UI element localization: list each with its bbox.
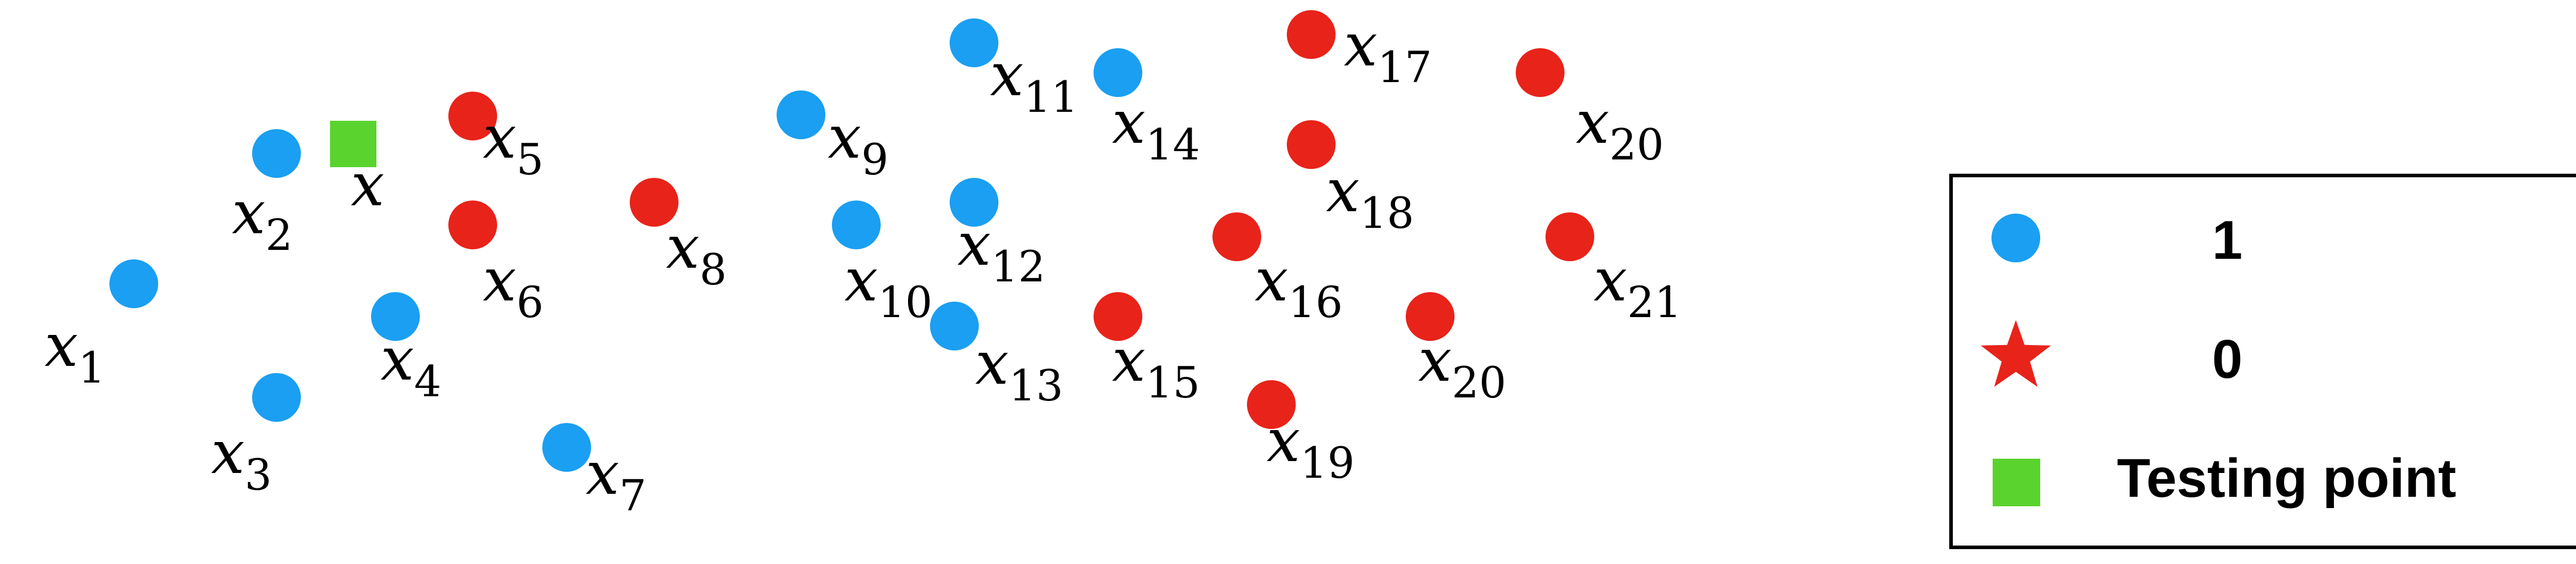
point-x5-marker: [448, 92, 497, 140]
point-x9-label: x9: [828, 102, 888, 184]
point-x16-marker: [1212, 212, 1261, 261]
point-x14-label: x14: [1112, 87, 1200, 170]
point-x8-marker: [630, 178, 678, 227]
point-x2-label: x2: [232, 178, 293, 260]
point-x20b-marker: [1406, 292, 1455, 341]
point-x13-label: x13: [975, 328, 1063, 411]
test-point-label: x: [351, 150, 384, 220]
point-x7-marker: [542, 423, 591, 472]
point-x4-label: x4: [381, 324, 441, 406]
legend-label-0: 0: [2212, 329, 2242, 390]
legend: 1 0 Testing point: [1949, 174, 2576, 549]
point-x18-label: x18: [1326, 156, 1414, 238]
point-x8-label: x8: [666, 212, 727, 294]
point-x19-marker: [1247, 380, 1296, 429]
point-x5-label: x5: [483, 102, 544, 184]
point-x15-marker: [1094, 292, 1142, 341]
legend-square-icon: [1993, 459, 2040, 506]
point-x18-marker: [1287, 120, 1336, 169]
point-x1-marker: [109, 259, 158, 308]
point-x2-marker: [252, 129, 301, 178]
point-x1-label: x1: [45, 311, 105, 393]
point-x17-label: x17: [1344, 10, 1432, 92]
legend-circle-icon: [1991, 214, 2040, 262]
point-x20a-marker: [1516, 48, 1565, 97]
point-x21-marker: [1545, 212, 1594, 261]
point-x6-marker: [448, 200, 497, 249]
legend-star-icon: [1981, 320, 2051, 387]
point-x19-label: x19: [1267, 406, 1355, 488]
points-layer: x1x2x3x4x5x6x7x8x9x10x11x12x13x14x15x16x…: [45, 10, 1682, 521]
point-x3-label: x3: [211, 418, 272, 500]
point-x20a-label: x20: [1576, 87, 1664, 170]
point-x17-marker: [1287, 10, 1336, 59]
point-x10-marker: [832, 200, 881, 249]
point-x12-label: x12: [957, 209, 1045, 292]
point-x14-marker: [1094, 48, 1142, 97]
point-x3-marker: [252, 373, 301, 422]
point-x10-label: x10: [844, 245, 932, 327]
legend-box: [1949, 174, 2576, 549]
point-x6-label: x6: [483, 245, 544, 327]
point-x11-marker: [950, 18, 998, 67]
point-x16-label: x16: [1255, 245, 1343, 327]
point-x13-marker: [930, 302, 979, 350]
point-x7-label: x7: [586, 438, 646, 521]
point-x15-label: x15: [1112, 325, 1200, 408]
legend-label-testing-point: Testing point: [2117, 448, 2456, 509]
test-point-marker: [330, 121, 376, 167]
legend-label-1: 1: [2212, 210, 2242, 271]
point-x12-marker: [950, 178, 998, 227]
point-x4-marker: [371, 292, 420, 341]
point-x20b-label: x20: [1418, 325, 1506, 408]
point-x11-label: x11: [990, 40, 1078, 122]
point-x21-label: x21: [1594, 245, 1682, 327]
point-x9-marker: [777, 90, 825, 139]
